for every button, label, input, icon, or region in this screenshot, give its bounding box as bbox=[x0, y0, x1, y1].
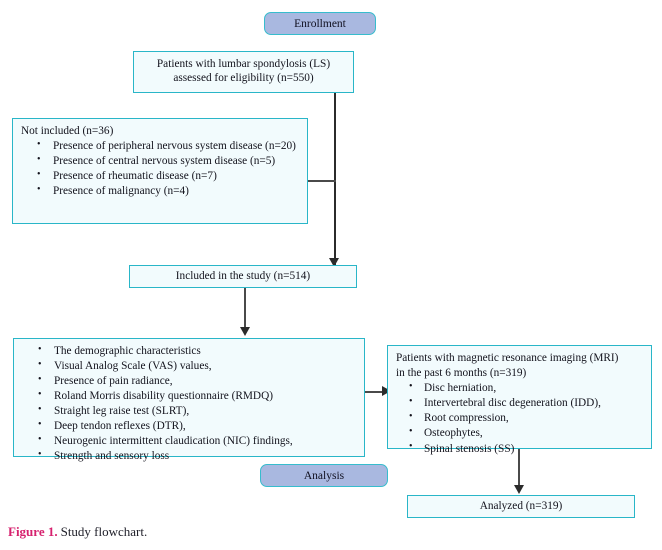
node-not-included-lead: Not included (n=36) bbox=[21, 125, 114, 137]
list-item: Root compression, bbox=[409, 411, 645, 426]
node-not-included-list: Presence of peripheral nervous system di… bbox=[19, 139, 301, 199]
node-eligibility-line1: Patients with lumbar spondylosis (LS) bbox=[156, 58, 331, 71]
connector-included-to-assessments bbox=[244, 288, 247, 329]
node-mri-lead-line1: Patients with magnetic resonance imaging… bbox=[396, 352, 619, 364]
connector-eligibility-to-included bbox=[334, 93, 336, 265]
node-mri-list: Disc herniation, Intervertebral disc deg… bbox=[394, 381, 645, 456]
figure-label: Figure 1. bbox=[8, 524, 58, 539]
list-item: Spinal stenosis (SS) bbox=[409, 441, 645, 457]
stage-pill-enrollment: Enrollment bbox=[264, 12, 376, 35]
list-item: Disc herniation, bbox=[409, 381, 645, 396]
arrowhead-into-mri bbox=[382, 386, 391, 396]
stage-pill-analysis: Analysis bbox=[260, 464, 388, 487]
node-eligibility: Patients with lumbar spondylosis (LS) as… bbox=[133, 51, 354, 93]
connector-mri-to-analyzed bbox=[518, 449, 521, 487]
list-item: Presence of pain radiance, bbox=[38, 374, 358, 389]
list-item: Intervertebral disc degeneration (IDD), bbox=[409, 396, 645, 411]
list-item: Presence of malignancy (n=4) bbox=[37, 184, 301, 199]
list-item: Presence of rheumatic disease (n=7) bbox=[37, 169, 301, 184]
node-mri-lead-line2: in the past 6 months (n=319) bbox=[396, 367, 527, 380]
node-included-label: Included in the study (n=514) bbox=[175, 269, 311, 282]
arrowhead-into-assessments bbox=[240, 327, 250, 336]
node-included: Included in the study (n=514) bbox=[129, 265, 357, 288]
list-item: Strength and sensory loss bbox=[38, 449, 358, 464]
arrowhead-into-included bbox=[329, 258, 339, 267]
node-eligibility-line2: assessed for eligibility (n=550) bbox=[173, 72, 314, 84]
node-analyzed: Analyzed (n=319) bbox=[407, 495, 635, 518]
node-assessments: The demographic characteristics Visual A… bbox=[13, 338, 365, 462]
list-item: Osteophytes, bbox=[409, 426, 645, 441]
node-mri: Patients with magnetic resonance imaging… bbox=[387, 345, 652, 455]
figure-caption: Figure 1.Study flowchart. bbox=[8, 524, 147, 540]
stage-pill-analysis-label: Analysis bbox=[303, 469, 345, 482]
list-item: Deep tendon reflexes (DTR), bbox=[38, 419, 358, 434]
node-assessments-list: The demographic characteristics Visual A… bbox=[20, 344, 358, 464]
connector-trunk-to-not-included bbox=[307, 180, 336, 183]
node-analyzed-label: Analyzed (n=319) bbox=[479, 499, 563, 512]
connector-assessments-to-mri bbox=[365, 391, 386, 394]
list-item: Visual Analog Scale (VAS) values, bbox=[38, 359, 358, 374]
arrowhead-into-analyzed bbox=[514, 485, 524, 494]
list-item: Straight leg raise test (SLRT), bbox=[38, 404, 358, 419]
list-item: Presence of peripheral nervous system di… bbox=[37, 139, 301, 154]
list-item: Neurogenic intermittent claudication (NI… bbox=[38, 434, 358, 449]
figure-caption-text: Study flowchart. bbox=[60, 524, 148, 539]
node-not-included: Not included (n=36) Presence of peripher… bbox=[12, 118, 308, 224]
list-item: Presence of central nervous system disea… bbox=[37, 154, 301, 169]
list-item: The demographic characteristics bbox=[38, 344, 358, 359]
list-item: Roland Morris disability questionnaire (… bbox=[38, 389, 358, 404]
stage-pill-enrollment-label: Enrollment bbox=[294, 17, 346, 30]
